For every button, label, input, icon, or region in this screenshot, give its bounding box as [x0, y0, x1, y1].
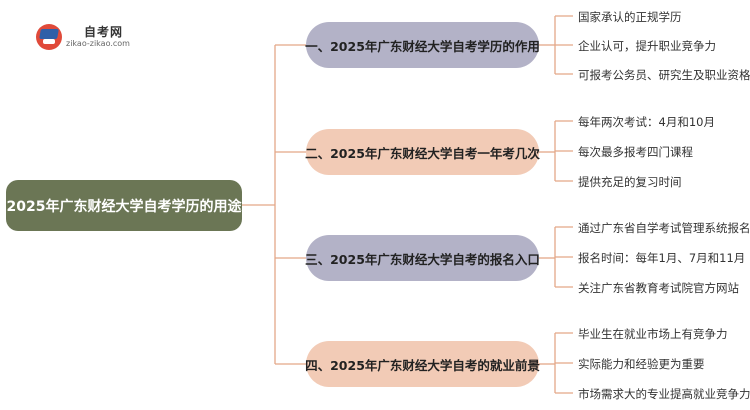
logo-url: zikao-zikao.com: [66, 39, 130, 48]
leaf-2-1: 每年两次考试：4月和10月: [578, 115, 715, 129]
leaf-2-3: 提供充足的复习时间: [578, 175, 682, 189]
branch-topic-2: 二、2025年广东财经大学自考一年考几次: [305, 129, 540, 175]
branch-topic-4: 四、2025年广东财经大学自考的就业前景: [305, 341, 540, 387]
leaf-3-2: 报名时间：每年1月、7月和11月: [578, 251, 746, 265]
leaf-4-1: 毕业生在就业市场上有竞争力: [578, 327, 728, 341]
logo-title: 自考网: [84, 25, 124, 39]
leaf-3-1: 通过广东省自学考试管理系统报名: [578, 221, 750, 235]
root-topic: 2025年广东财经大学自考学历的用途: [6, 180, 242, 231]
branch-topic-1: 一、2025年广东财经大学自考学历的作用: [305, 22, 540, 68]
graduation-cap-icon: [36, 24, 62, 50]
leaf-4-3: 市场需求大的专业提高就业竞争力: [578, 387, 750, 401]
leaf-4-2: 实际能力和经验更为重要: [578, 357, 705, 371]
leaf-1-3: 可报考公务员、研究生及职业资格证: [578, 68, 750, 82]
leaf-1-2: 企业认可，提升职业竞争力: [578, 39, 716, 53]
leaf-1-1: 国家承认的正规学历: [578, 10, 682, 24]
leaf-2-2: 每次最多报考四门课程: [578, 145, 693, 159]
leaf-3-3: 关注广东省教育考试院官方网站: [578, 281, 739, 295]
logo: 自考网 zikao-zikao.com: [36, 22, 156, 52]
branch-topic-3: 三、2025年广东财经大学自考的报名入口: [305, 235, 540, 281]
